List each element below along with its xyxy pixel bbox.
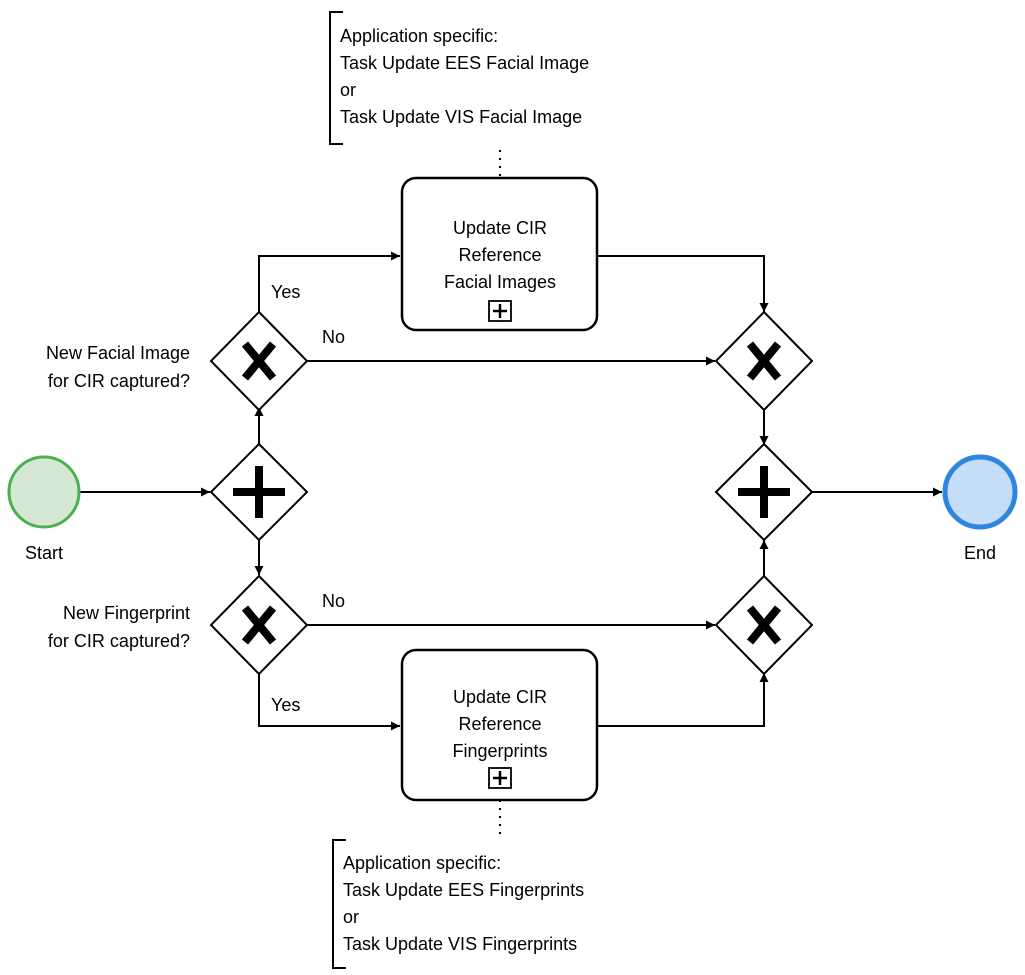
task-label-line: Reference (458, 714, 541, 734)
flow-fingerprint-yes (258, 673, 400, 731)
task-label-line: Facial Images (444, 272, 556, 292)
facial-no-label: No (322, 327, 345, 347)
parallel-gateway-plus-icon (233, 466, 285, 518)
fingerprint-yes-label: Yes (271, 695, 300, 715)
subprocess-plus-icon[interactable] (488, 300, 512, 322)
facial-yes-label: Yes (271, 282, 300, 302)
exclusive-gateway-x-icon (746, 605, 782, 645)
parallel-gateway-plus-icon (738, 466, 790, 518)
subprocess-plus-icon[interactable] (488, 767, 512, 789)
fingerprint-merge-gateway[interactable] (714, 574, 814, 676)
annotation-bracket (332, 839, 346, 969)
start-event[interactable]: Start (7, 455, 81, 563)
annotation-line: Task Update EES Fingerprints (343, 880, 584, 900)
exclusive-gateway-x-icon (241, 341, 277, 381)
fingerprint-decision-gateway[interactable] (209, 574, 309, 676)
fingerprint-question-label: for CIR captured? (48, 631, 190, 651)
task-label-line: Fingerprints (452, 741, 547, 761)
annotation-line: or (343, 907, 359, 927)
annotation-line: Task Update VIS Facial Image (340, 107, 582, 127)
facial-question-label: for CIR captured? (48, 371, 190, 391)
task-update-facial-images[interactable]: Update CIR Reference Facial Images (400, 176, 599, 332)
start-label: Start (25, 543, 63, 563)
exclusive-gateway-x-icon (746, 341, 782, 381)
annotation-fingerprint: Application specific: Task Update EES Fi… (332, 839, 584, 969)
facial-question-label: New Facial Image (46, 343, 190, 363)
start-event-icon (7, 455, 81, 529)
fingerprint-question-label: New Fingerprint (63, 603, 190, 623)
annotation-line: Task Update EES Facial Image (340, 53, 589, 73)
end-event[interactable]: End (942, 454, 1018, 563)
annotation-line: Application specific: (340, 26, 498, 46)
annotation-bracket (329, 11, 343, 145)
facial-merge-gateway[interactable] (714, 310, 814, 412)
annotation-line: Application specific: (343, 853, 501, 873)
parallel-join-gateway[interactable] (714, 442, 814, 542)
task-update-fingerprints[interactable]: Update CIR Reference Fingerprints (400, 648, 599, 802)
annotation-line: or (340, 80, 356, 100)
end-event-icon (942, 454, 1018, 530)
end-label: End (964, 543, 996, 563)
flow-facial-task-to-merge (598, 255, 769, 312)
annotation-facial: Application specific: Task Update EES Fa… (329, 11, 589, 145)
flow-facial-yes (258, 251, 400, 312)
sequence-flows (80, 251, 942, 731)
annotation-line: Task Update VIS Fingerprints (343, 934, 577, 954)
parallel-split-gateway[interactable] (209, 442, 309, 542)
exclusive-gateway-x-icon (241, 605, 277, 645)
fingerprint-no-label: No (322, 591, 345, 611)
flow-fingerprint-task-to-merge (598, 673, 769, 727)
task-label-line: Update CIR (453, 687, 547, 707)
task-label-line: Reference (458, 245, 541, 265)
task-label-line: Update CIR (453, 218, 547, 238)
facial-decision-gateway[interactable] (209, 310, 309, 412)
